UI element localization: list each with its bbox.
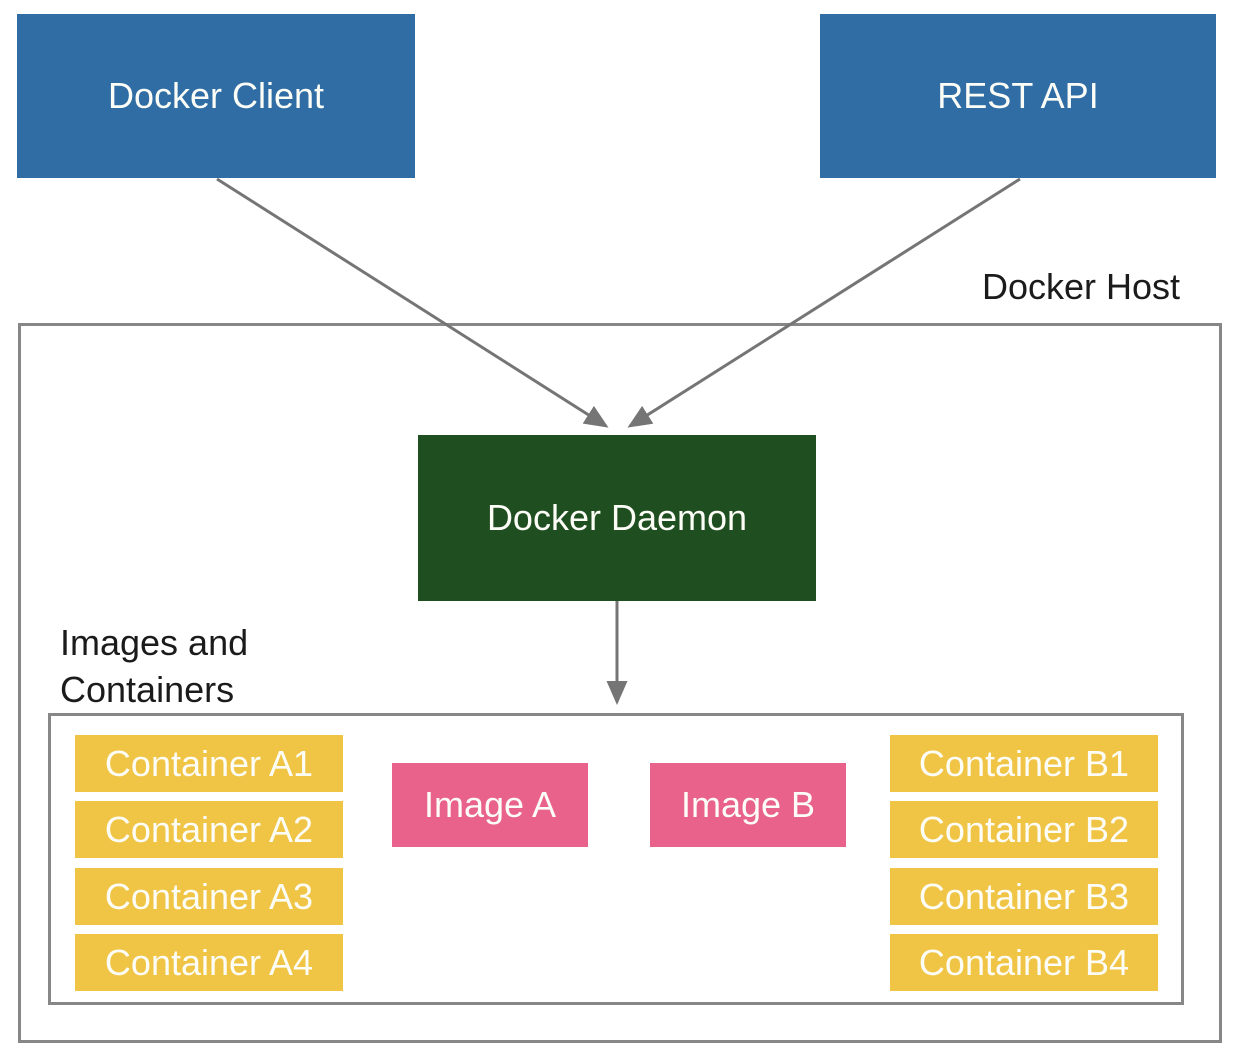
container-a1-node: Container A1: [75, 735, 343, 792]
container-b3-node: Container B3: [890, 868, 1158, 925]
docker-client-node: Docker Client: [17, 14, 415, 178]
container-a3-node: Container A3: [75, 868, 343, 925]
images-and-containers-label: Images and Containers: [60, 622, 249, 710]
docker-daemon-label: Docker Daemon: [486, 497, 748, 539]
docker-host-label: Docker Host: [982, 266, 1181, 307]
image-b-node: Image B: [650, 763, 846, 847]
docker-client-label: Docker Client: [107, 75, 325, 117]
container-b2-node: Container B2: [890, 801, 1158, 858]
container-a4-node: Container A4: [75, 934, 343, 991]
container-b1-node: Container B1: [890, 735, 1158, 792]
container-b4-node: Container B4: [890, 934, 1158, 991]
rest-api-label: REST API: [937, 75, 1099, 117]
docker-host-box: [18, 323, 1222, 1043]
image-a-node: Image A: [392, 763, 588, 847]
docker-daemon-node: Docker Daemon: [418, 435, 816, 601]
rest-api-node: REST API: [820, 14, 1216, 178]
container-a2-node: Container A2: [75, 801, 343, 858]
